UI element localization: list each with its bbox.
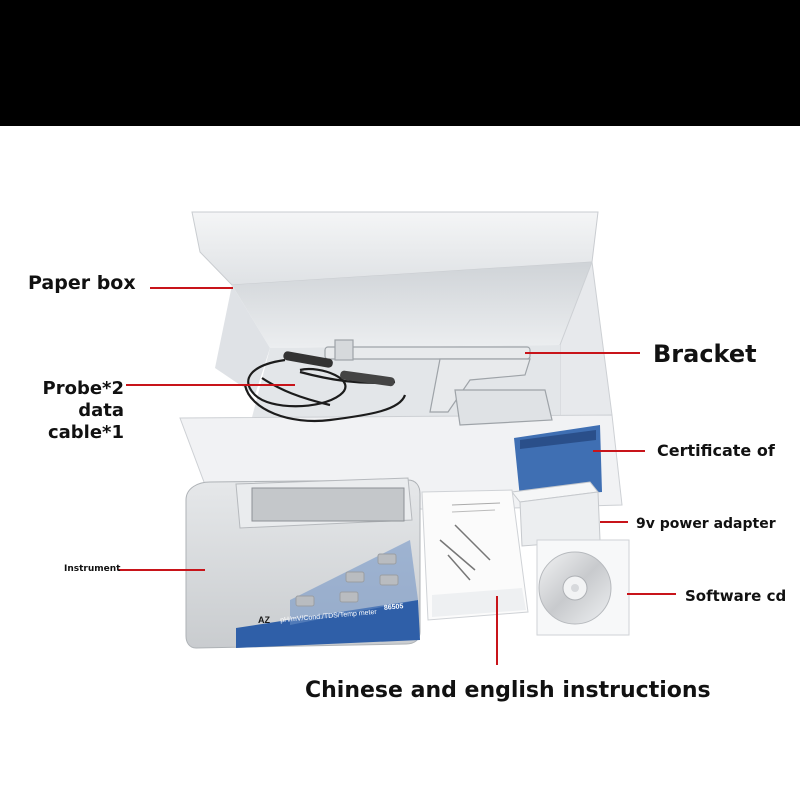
device-brand: AZ bbox=[258, 615, 270, 625]
top-black-bar bbox=[0, 0, 800, 126]
label-software-cd: Software cd bbox=[685, 587, 787, 605]
bracket bbox=[324, 339, 553, 426]
instruction-manual bbox=[421, 489, 529, 621]
label-certificate: Certificate of bbox=[657, 441, 775, 460]
label-probe-line1: Probe*2 bbox=[42, 378, 124, 399]
instrument-device bbox=[185, 477, 421, 649]
box-interior-back bbox=[232, 262, 592, 348]
power-adapter-box bbox=[511, 481, 601, 547]
software-cd bbox=[536, 539, 630, 636]
label-instructions: Chinese and english instructions bbox=[305, 678, 711, 703]
label-probe-line2: data bbox=[78, 400, 124, 421]
label-power-adapter: 9v power adapter bbox=[636, 516, 776, 532]
box-left-wall bbox=[215, 285, 270, 395]
probe-head bbox=[283, 351, 333, 368]
label-paper-box: Paper box bbox=[28, 272, 136, 294]
label-probe-group: Probe*2 data cable*1 bbox=[28, 378, 124, 444]
label-instrument: Instrument bbox=[64, 564, 121, 574]
instrument-display bbox=[251, 487, 405, 522]
certificate-booklet bbox=[514, 425, 602, 498]
probe-head-2 bbox=[340, 370, 395, 387]
label-bracket: Bracket bbox=[653, 340, 757, 368]
leader-lines bbox=[118, 287, 676, 665]
label-probe-line3: cable*1 bbox=[47, 422, 124, 443]
